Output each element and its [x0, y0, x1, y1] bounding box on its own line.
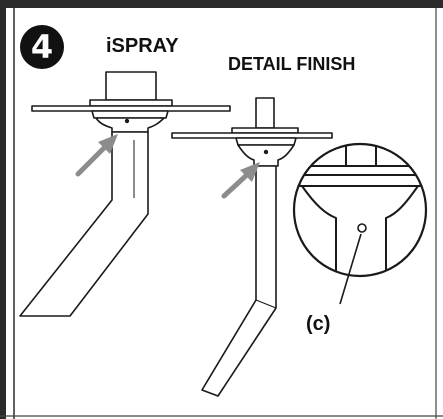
magnified-detail [292, 142, 428, 305]
step-badge: 4 [20, 25, 64, 69]
orifice-hole [124, 118, 130, 124]
ispray-label: iSPRAY [106, 35, 179, 57]
numbered-circle-badge-icon [20, 25, 64, 69]
orifice-hole [263, 149, 269, 155]
detail-finish-label: DETAIL FINISH [228, 54, 355, 74]
magnified-orifice-hole [357, 223, 367, 233]
callout-leader-line [339, 233, 362, 305]
pointer-arrow-icon [221, 162, 260, 199]
callout-label: (c) [306, 313, 330, 335]
ispray-tip-illustration [19, 71, 231, 317]
detail-finish-tip-illustration [171, 97, 333, 397]
pointer-arrow-icon [75, 134, 118, 177]
step-number: 4 [31, 28, 53, 66]
